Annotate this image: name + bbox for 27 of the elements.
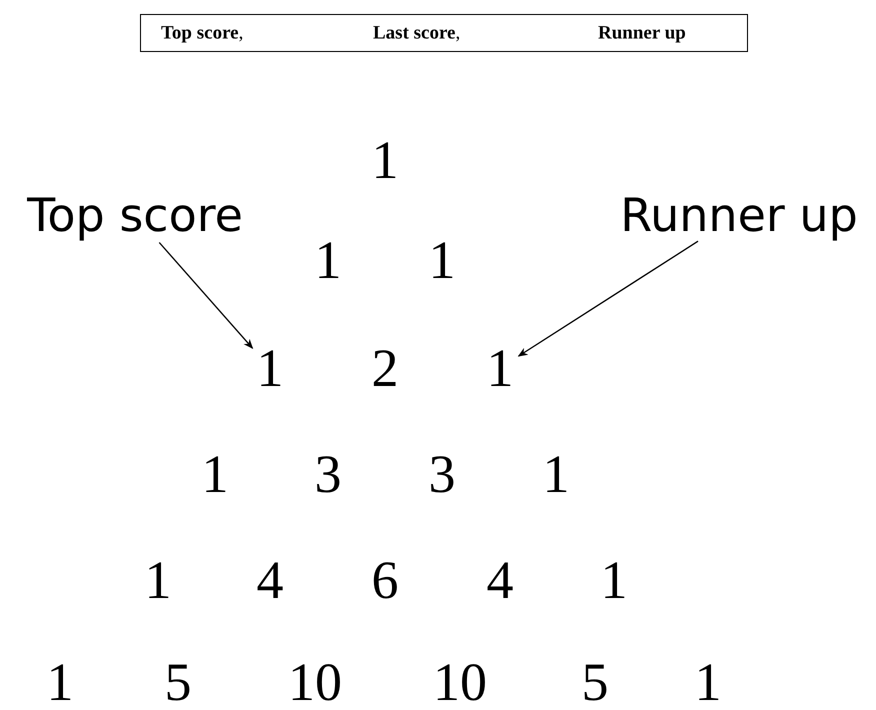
- number: 6: [372, 553, 398, 607]
- number: 4: [256, 553, 284, 607]
- header-text: Last score,: [373, 24, 460, 42]
- number: 1: [144, 553, 172, 607]
- number: 1: [256, 341, 284, 395]
- number: 4: [486, 553, 514, 607]
- number: 2: [372, 341, 398, 395]
- number: 5: [582, 655, 608, 709]
- number: 1: [202, 447, 228, 501]
- number: 3: [314, 447, 342, 501]
- header-box: [140, 14, 748, 52]
- number: 10: [288, 655, 342, 709]
- number: 3: [428, 447, 456, 501]
- header-text: Top score,: [161, 24, 244, 42]
- number: 1: [542, 447, 570, 501]
- leader-arrow: [158, 242, 254, 349]
- number: 1: [694, 655, 722, 709]
- number: 1: [600, 553, 628, 607]
- header-text: Runner up: [598, 24, 686, 42]
- leader-arrow: [518, 240, 698, 357]
- number: 1: [428, 233, 456, 287]
- number: 5: [164, 655, 192, 709]
- number: 1: [486, 341, 514, 395]
- number: 1: [46, 655, 74, 709]
- number: 1: [314, 233, 342, 287]
- number: 1: [372, 133, 398, 187]
- number: 10: [433, 655, 487, 709]
